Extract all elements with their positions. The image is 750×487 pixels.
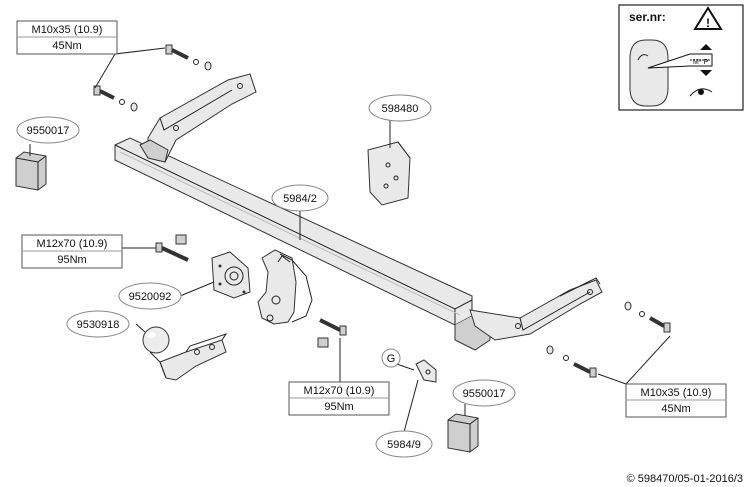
center-bracket (257, 249, 313, 325)
part-label-plate: 598480 (368, 94, 432, 122)
svg-text:9520092: 9520092 (129, 291, 172, 303)
part-label-bumper-left: 9550017 (16, 116, 80, 144)
bumper-block-left (15, 151, 47, 191)
svg-text:5984/9: 5984/9 (387, 439, 421, 451)
svg-text:9550017: 9550017 (27, 125, 70, 137)
bolt-set-bottom (317, 318, 347, 348)
svg-text:9550017: 9550017 (463, 388, 506, 400)
plate-text: M* P (693, 59, 709, 66)
spec-callout-top: M10x35 (10.9) 45Nm (16, 20, 118, 55)
svg-text:5984/2: 5984/2 (283, 193, 317, 205)
svg-text:598480: 598480 (382, 103, 419, 115)
serial-title: ser.nr: (629, 10, 666, 24)
svg-text:45Nm: 45Nm (661, 403, 690, 415)
serial-number-inset: ser.nr: ! M* P (618, 4, 744, 111)
bumper-block-right (447, 413, 479, 453)
svg-text:45Nm: 45Nm (52, 40, 81, 52)
left-arm (139, 73, 257, 163)
spec-callout-right: M10x35 (10.9) 45Nm (625, 383, 727, 418)
svg-text:95Nm: 95Nm (57, 254, 86, 266)
crossbar (114, 137, 491, 351)
bolt-set-right (546, 301, 671, 378)
tow-ball (142, 326, 228, 381)
part-label-ball: 9530918 (66, 310, 130, 338)
svg-text:M12x70 (10.9): M12x70 (10.9) (37, 238, 108, 250)
part-label-bumper-right: 9550017 (452, 379, 516, 407)
svg-text:G: G (387, 353, 396, 365)
part-label-crossbar: 5984/2 (271, 184, 329, 212)
svg-text:9530918: 9530918 (77, 319, 120, 331)
svg-text:!: ! (706, 16, 710, 30)
right-arm (469, 277, 603, 341)
svg-text:M10x35 (10.9): M10x35 (10.9) (641, 387, 712, 399)
part-label-bracket: 5984/9 (375, 430, 433, 458)
svg-text:95Nm: 95Nm (324, 401, 353, 413)
bolt-set-top (93, 44, 212, 112)
warning-triangle-icon: ! (693, 6, 723, 30)
spec-callout-left: M12x70 (10.9) 95Nm (21, 234, 123, 269)
part-label-g-marker: G (381, 348, 401, 368)
spec-callout-bottom: M12x70 (10.9) 95Nm (288, 381, 390, 416)
small-bracket (415, 359, 437, 383)
socket-plate (211, 251, 251, 299)
serial-plate-illustration: M* P (629, 39, 713, 107)
bolt-set-left (155, 234, 189, 262)
svg-text:M10x35 (10.9): M10x35 (10.9) (32, 24, 103, 36)
cover-plate (367, 141, 411, 206)
svg-text:M12x70 (10.9): M12x70 (10.9) (304, 385, 375, 397)
copyright-footer: © 598470/05-01-2016/3 (627, 473, 743, 485)
part-label-socket-plate: 9520092 (118, 282, 182, 310)
